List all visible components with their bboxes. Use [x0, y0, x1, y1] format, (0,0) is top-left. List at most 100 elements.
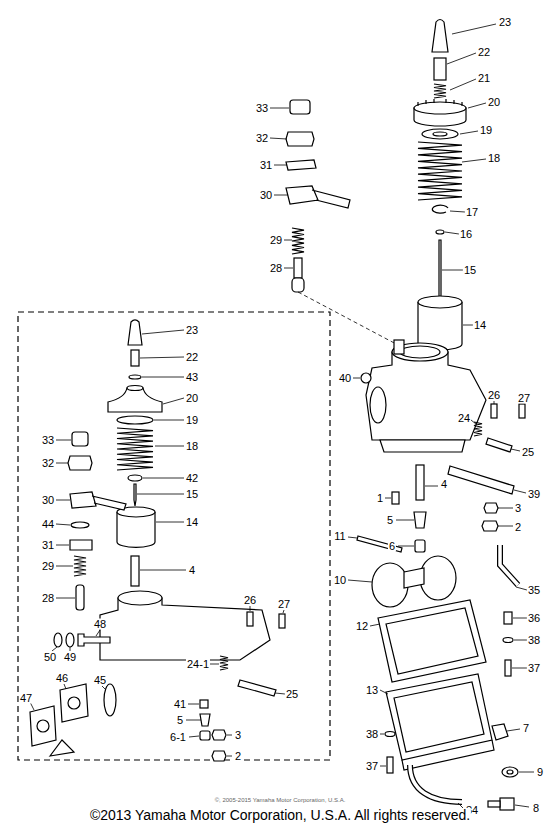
- screw: [486, 438, 512, 452]
- callout-number: 19: [185, 415, 199, 426]
- float-arm: [404, 568, 424, 588]
- carburetor-body: [100, 598, 270, 660]
- screw: [505, 660, 511, 676]
- callout-number: 36: [527, 613, 541, 624]
- callout-number: 25: [521, 447, 535, 458]
- plunger: [294, 258, 302, 278]
- callout-number: 3: [514, 503, 522, 514]
- callout-number: 2: [234, 751, 242, 762]
- spring-seat: [117, 416, 153, 424]
- spring: [74, 556, 86, 576]
- washer: [503, 638, 513, 643]
- spring: [292, 228, 304, 254]
- clip: [432, 205, 448, 213]
- callout-number: 14: [473, 320, 487, 331]
- screw: [238, 680, 276, 696]
- callout-number: 3: [234, 730, 242, 741]
- throttle-slide: [418, 296, 462, 308]
- callout-number: 9: [536, 767, 544, 778]
- screw: [247, 612, 253, 626]
- callout-number: 7: [522, 723, 530, 734]
- callout-number: 32: [41, 458, 55, 469]
- choke-lever: [286, 186, 350, 208]
- callout-number: 47: [19, 693, 33, 704]
- callout-number: 2: [514, 522, 522, 533]
- callout-number: 32: [255, 133, 269, 144]
- callout-number: 23: [498, 17, 512, 28]
- copyright-note: ©, 2005-2015 Yamaha Motor Corporation, U…: [214, 797, 347, 803]
- tube: [416, 465, 424, 500]
- float: [372, 563, 408, 607]
- body-mouth: [400, 346, 440, 358]
- callout-number: 30: [259, 190, 273, 201]
- flange: [60, 684, 88, 722]
- bolt: [500, 798, 514, 810]
- callout-number: 40: [338, 373, 352, 384]
- body-mouth: [118, 591, 162, 605]
- jet: [414, 512, 426, 528]
- cap: [432, 20, 448, 53]
- callout-number: 8: [532, 803, 540, 814]
- spring: [418, 142, 462, 200]
- callout-number: 22: [185, 352, 199, 363]
- callout-number: 16: [459, 229, 473, 240]
- nut: [286, 132, 314, 146]
- callout-number: 15: [185, 489, 199, 500]
- callout-number: 45: [93, 675, 107, 686]
- drain-plug: [492, 724, 508, 740]
- inset-frame: [18, 312, 330, 760]
- choke-tower: [394, 340, 404, 354]
- cable-adjuster: [131, 350, 139, 366]
- callout-number: 49: [63, 652, 77, 663]
- callout-number: 20: [487, 97, 501, 108]
- washer: [385, 732, 395, 737]
- jet: [482, 521, 498, 531]
- callout-number: 26: [487, 390, 501, 401]
- gasket: [378, 600, 486, 682]
- screw: [491, 404, 497, 418]
- callout-number: 38: [365, 729, 379, 740]
- callout-number: 50: [43, 652, 57, 663]
- callout-number: 1: [376, 493, 384, 504]
- callout-number: 4: [440, 479, 448, 490]
- callout-number: 10: [333, 575, 347, 586]
- callout-number: 28: [269, 263, 283, 274]
- nut: [68, 456, 92, 470]
- callout-number: 24: [457, 413, 471, 424]
- float-bowl: [394, 682, 494, 770]
- callout-number: 31: [259, 160, 273, 171]
- washer: [129, 375, 141, 379]
- callout-number: 29: [41, 561, 55, 572]
- cable-adjuster: [434, 58, 446, 80]
- callout-number: 23: [185, 325, 199, 336]
- callout-number: 48: [93, 619, 107, 630]
- callout-number: 12: [355, 621, 369, 632]
- nut: [361, 373, 371, 383]
- plate: [70, 540, 92, 550]
- mixing-chamber-top: [127, 386, 143, 391]
- cap: [72, 432, 88, 446]
- callout-number: 29: [269, 235, 283, 246]
- callout-number: 33: [41, 435, 55, 446]
- gasket: [386, 608, 478, 674]
- flange: [380, 440, 465, 452]
- callout-number: 27: [277, 599, 291, 610]
- gasket: [30, 706, 56, 746]
- pin: [357, 536, 402, 552]
- nut: [484, 503, 498, 513]
- spring: [220, 656, 228, 670]
- spring: [117, 428, 153, 470]
- washer: [54, 633, 62, 647]
- callout-number: 27: [517, 393, 531, 404]
- washer-hole: [433, 132, 447, 136]
- spring: [434, 84, 446, 98]
- callout-number: 19: [479, 125, 493, 136]
- plunger: [292, 278, 304, 292]
- tube: [410, 545, 518, 802]
- callout-number: 44: [41, 519, 55, 530]
- bolt: [488, 801, 500, 807]
- nut: [212, 730, 226, 740]
- callout-number: 18: [185, 441, 199, 452]
- float-bowl: [386, 674, 492, 760]
